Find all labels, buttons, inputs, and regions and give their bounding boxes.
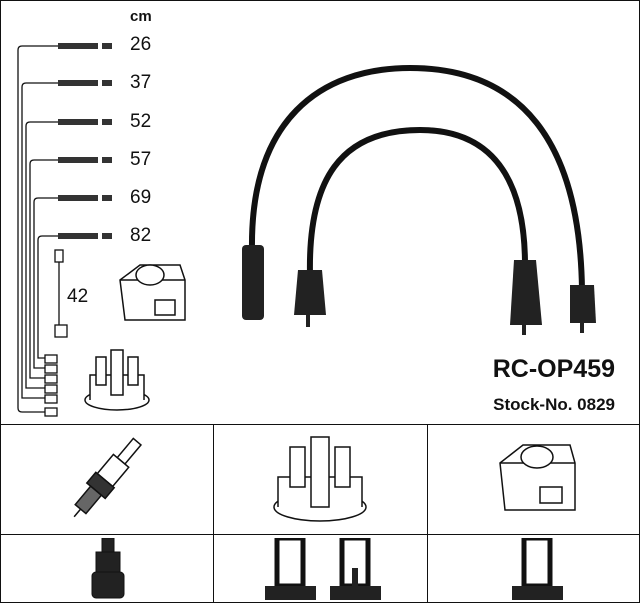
boot-connectors	[242, 245, 596, 335]
product-model: RC-OP459	[492, 355, 615, 383]
distributor-connector-icon	[265, 538, 316, 600]
long-ignition-cable	[248, 64, 585, 291]
length-label: 57	[130, 149, 152, 170]
grid-divider	[0, 534, 640, 535]
distributor-cap-icon	[84, 349, 150, 411]
cable-set-schematic-icon	[17, 43, 112, 417]
coil-connector-icon	[512, 538, 563, 600]
cable-lines	[17, 45, 58, 413]
coil-lead-length-label: 42	[67, 286, 89, 307]
grid-divider	[0, 424, 640, 425]
distributor-cap-icon	[273, 436, 367, 522]
length-label: 82	[130, 225, 152, 246]
short-ignition-cable	[306, 126, 528, 276]
distributor-connector-icon	[330, 538, 381, 600]
length-label: 26	[130, 34, 152, 55]
grid-divider	[427, 424, 428, 603]
grid-divider	[213, 424, 214, 603]
unit-label: cm	[130, 8, 152, 25]
spark-plug-icon	[73, 437, 143, 518]
length-label: 69	[130, 187, 152, 208]
length-label: 52	[130, 111, 152, 132]
ignition-cables-drawing	[242, 64, 596, 335]
ignition-coil-icon	[119, 264, 186, 321]
stock-number: Stock-No. 0829	[493, 395, 615, 414]
plug-connector-icon	[91, 538, 125, 599]
length-label: 37	[130, 72, 152, 93]
ignition-coil-icon	[499, 444, 576, 511]
